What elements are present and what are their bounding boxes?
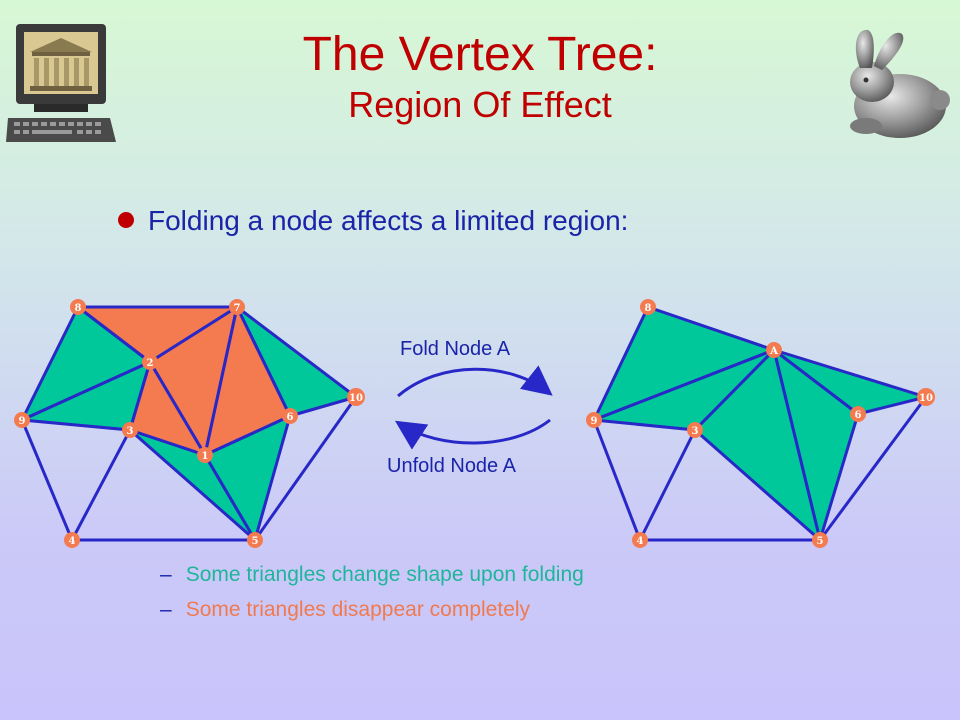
computer-icon <box>6 22 116 149</box>
node-circle <box>282 408 298 424</box>
fold-arrow <box>397 365 553 398</box>
node-label: 8 <box>645 303 652 314</box>
title-line-1: The Vertex Tree: <box>302 28 658 81</box>
node-label: 3 <box>692 426 699 437</box>
unfold-node-label: Unfold Node A <box>387 455 516 477</box>
node-label: 2 <box>147 358 154 369</box>
node-circle <box>197 447 213 463</box>
left-nodes: 8 7 2 10 9 6 3 1 4 5 <box>14 299 365 548</box>
node-circle <box>70 299 86 315</box>
dash-icon: – <box>160 563 172 586</box>
unfold-arrow <box>394 418 551 450</box>
right-edge <box>592 419 642 541</box>
node-label: 5 <box>817 536 824 547</box>
node-label: 10 <box>349 393 363 404</box>
right-green-triangle <box>693 348 822 542</box>
node-circle <box>632 532 648 548</box>
title-line-2: Region Of Effect <box>348 84 612 126</box>
sub-item-change-shape: –Some triangles change shape upon foldin… <box>160 563 584 587</box>
node-label: 9 <box>591 416 598 427</box>
right-edge <box>638 429 697 541</box>
node-label: 4 <box>637 536 644 547</box>
node-circle <box>64 532 80 548</box>
node-circle <box>229 299 245 315</box>
node-circle <box>917 388 935 406</box>
left-orange-triangle <box>203 305 292 457</box>
node-label: 3 <box>127 426 134 437</box>
left-edge <box>20 419 74 541</box>
left-orange-triangle <box>128 360 207 457</box>
fold-node-label: Fold Node A <box>400 338 511 360</box>
slide-title: The Vertex Tree: Region Of Effect <box>0 28 960 126</box>
node-circle <box>766 342 782 358</box>
node-circle <box>14 412 30 428</box>
right-mesh <box>592 305 928 542</box>
node-circle <box>850 406 866 422</box>
left-mesh <box>20 305 358 542</box>
node-label: 6 <box>855 410 862 421</box>
right-edge <box>818 396 928 541</box>
node-circle <box>142 354 158 370</box>
node-label: 8 <box>75 303 82 314</box>
node-circle <box>122 422 138 438</box>
node-label: 9 <box>19 416 26 427</box>
bullet-text: Folding a node affects a limited region: <box>148 205 629 236</box>
node-circle <box>812 532 828 548</box>
bunny-icon <box>838 22 956 151</box>
node-label: 10 <box>919 393 933 404</box>
node-circle <box>347 388 365 406</box>
node-label: 7 <box>234 303 241 314</box>
bullet-point: Folding a node affects a limited region: <box>118 205 628 237</box>
node-circle <box>586 412 602 428</box>
sub-item-text: Some triangles change shape upon folding <box>185 563 584 586</box>
right-nodes: 8 A 10 9 6 3 4 5 <box>586 299 935 548</box>
node-label: 6 <box>287 412 294 423</box>
left-edge <box>253 396 358 541</box>
node-circle <box>640 299 656 315</box>
node-label: 4 <box>69 536 76 547</box>
node-circle <box>687 422 703 438</box>
left-edge <box>70 429 132 541</box>
node-label: 5 <box>252 536 259 547</box>
sub-item-text: Some triangles disappear completely <box>185 598 531 621</box>
node-label: 1 <box>202 451 209 462</box>
node-label: A <box>769 346 778 357</box>
dash-icon: – <box>160 598 172 621</box>
sub-item-disappear: –Some triangles disappear completely <box>160 598 530 622</box>
bullet-dot-icon <box>118 211 134 228</box>
node-circle <box>247 532 263 548</box>
